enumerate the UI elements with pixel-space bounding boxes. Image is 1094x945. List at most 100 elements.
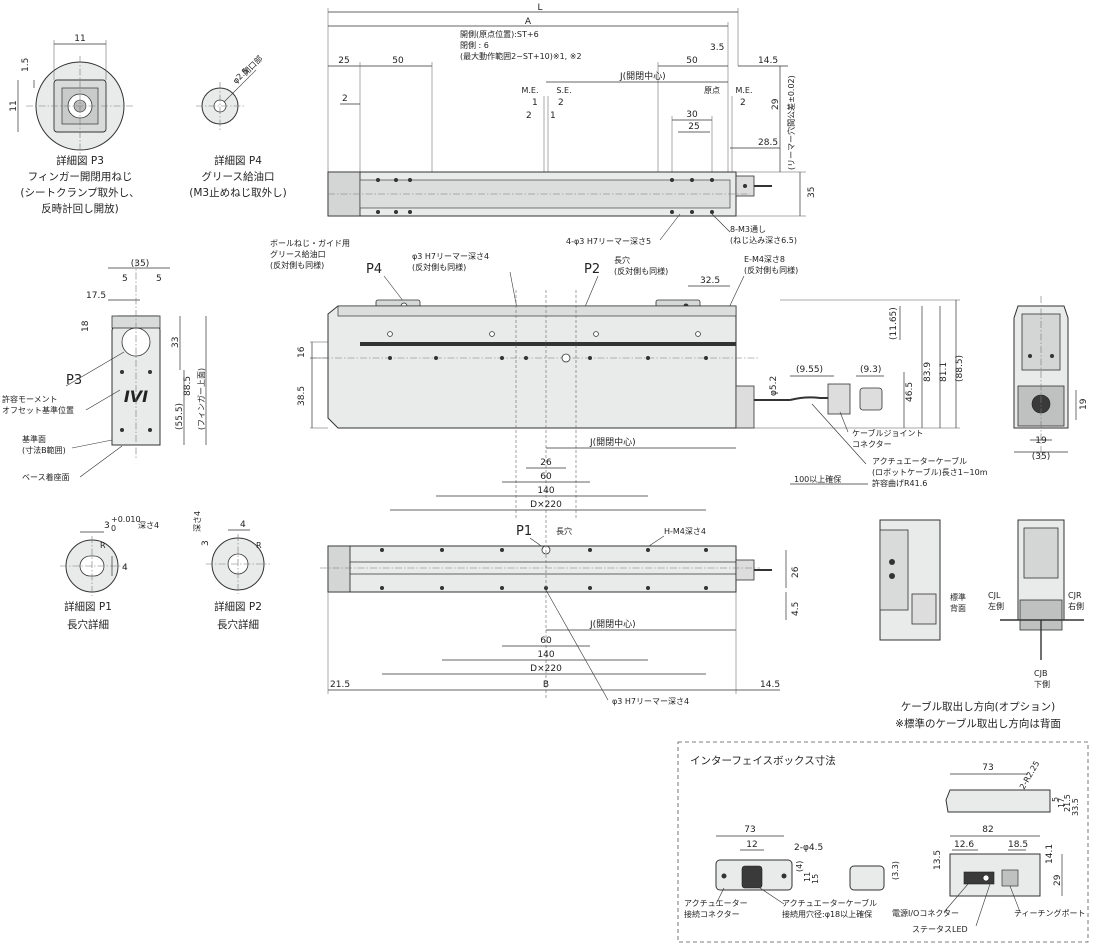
teaching-port-label: ティーチングポート [1014, 908, 1086, 918]
cjr-1: CJR [1068, 591, 1082, 600]
if-box-title: インターフェイスボックス寸法 [690, 754, 836, 767]
j-center-front: J(開閉中心) [589, 436, 636, 448]
detail-p4-line1: グリース給油口 [202, 170, 275, 183]
ib-73-top: 73 [982, 763, 993, 773]
front-view: ボールねじ・ガイド用 グリース給油口 (反対側も同様) P4 φ3 H7リーマー… [270, 238, 988, 520]
tol-sub-p1: 0 [111, 524, 116, 533]
ib-18-5: 18.5 [1008, 840, 1028, 850]
detail-p4: φ2.5 開口部 詳細図 P4 グリース給油口 (M3止めねじ取外し) [189, 53, 286, 199]
dim-4-p1: 4 [122, 563, 128, 573]
dim-b: B [543, 680, 549, 690]
detail-p1-sub: 長穴詳細 [67, 618, 109, 631]
base-surface-label: ベース着座面 [22, 472, 70, 482]
ib-17: 17 [1057, 798, 1066, 808]
act-cable-1: アクチュエーターケーブル [782, 898, 877, 908]
p4-label: P4 [366, 262, 382, 277]
dim-17-5: 17.5 [86, 291, 106, 301]
dim-5-b: 5 [156, 274, 162, 284]
dim-38-5: 38.5 [297, 386, 307, 406]
ib-3-3: (3.3) [891, 861, 900, 880]
dim-phi-5-2: φ5.2 [769, 376, 779, 396]
d220-bottom: D×220 [530, 664, 562, 674]
m3-through-1: 8-M3通し [730, 224, 766, 234]
deep4-p2: 深さ4 [193, 511, 202, 532]
moment-label-1: 許容モーメント [2, 394, 58, 404]
dim-14-5: 14.5 [758, 56, 778, 66]
dim-25: 25 [338, 56, 349, 66]
dim-88-5-paren: (88.5) [955, 355, 965, 382]
ib-29: 29 [1053, 874, 1063, 886]
hole-4phi3-note: 4-φ3 H7リーマー深さ5 [566, 237, 651, 246]
right-end-view: 19 19 (35) [1013, 296, 1089, 462]
actuator-cable-2: (ロボットケーブル)長さ1~10m [872, 467, 988, 477]
dim-11-vertical: 11 [9, 100, 19, 111]
r-p2: R [256, 541, 262, 550]
dim-2-c: 2 [526, 111, 532, 121]
dim-19-right: 19 [1079, 398, 1089, 410]
top-view: L A 開側(原点位置):ST+6 閉側 : 6 (最大動作範囲2~ST+10)… [327, 3, 817, 246]
phi3-bottom-note: φ3 H7リーマー深さ4 [612, 697, 689, 706]
detail-p3-line3: 反時計回し開放) [41, 202, 119, 215]
front-holes [387, 331, 708, 363]
dim-26-bottom: 26 [791, 566, 801, 578]
long-hole-2: (反対側も同様) [614, 266, 668, 276]
ib-2-r2-25: 2-R2.25 [1018, 759, 1041, 791]
status-led-label: ステータスLED [912, 925, 968, 934]
ib-13-5: 13.5 [933, 850, 943, 870]
dim-50-right: 50 [686, 56, 698, 66]
origin-label: 原点 [704, 86, 720, 95]
r-p1: R [100, 541, 106, 550]
dim-4-5: 4.5 [791, 602, 801, 616]
dim-55-5: (55.5) [175, 403, 185, 430]
cjl-2: 左側 [988, 601, 1004, 611]
detail-p4-title: 詳細図 P4 [214, 154, 262, 167]
reamer-tolerance-note: (リーマー穴間公差±0.02) [786, 75, 796, 170]
ib-12: 12 [746, 840, 757, 850]
moment-label-2: オフセット基準位置 [2, 405, 74, 415]
deep4-p1: 深さ4 [138, 521, 159, 530]
detail-p3-line1: フィンガー開閉用ねじ [28, 171, 133, 183]
bottom-view: P1 長穴 H-M4深さ4 26 4.5 J(開閉中心) 60 [320, 520, 801, 706]
p2-label: P2 [584, 262, 600, 277]
cjb-1: CJB [1034, 669, 1047, 678]
finger-top-label: (フィンガー上面) [196, 368, 206, 430]
dim-18: 18 [81, 320, 91, 332]
detail-p2-title: 詳細図 P2 [214, 600, 262, 613]
ib-21-5: 21.5 [1063, 794, 1072, 812]
tol-sup-p1: +0.010 [111, 515, 141, 524]
ballscrew-3: (反対側も同様) [270, 260, 324, 270]
dim-5-a: 5 [122, 274, 128, 284]
dim-21-5: 21.5 [330, 680, 350, 690]
dim-26: 26 [540, 458, 552, 468]
p1-label: P1 [516, 524, 532, 539]
dim-11-65: (11.65) [889, 307, 899, 340]
dim-l: L [537, 3, 542, 13]
ib-33-5: 33.5 [1071, 798, 1080, 816]
dim-1-a: 1 [532, 98, 538, 108]
dim-1-5: 1.5 [21, 58, 31, 72]
cjl-1: CJL [988, 591, 1001, 600]
left-side-view: (35) 5 5 17.5 18 IVI 33 88.5 (フィンガー上面) (… [2, 259, 207, 482]
detail-p2-sub: 長穴詳細 [217, 618, 259, 631]
cable-dir-title: ケーブル取出し方向(オプション) [901, 700, 1056, 713]
act-cable-2: 接続用穴径:φ18以上確保 [782, 909, 872, 919]
phi3-h7-1: φ3 H7リーマー深さ4 [412, 252, 489, 261]
dim-28-5: 28.5 [758, 138, 778, 148]
dim-3-5: 3.5 [710, 43, 724, 53]
top-holes [376, 178, 747, 214]
dim-30: 30 [686, 110, 698, 120]
ib-5: 5 [1051, 797, 1060, 802]
ballscrew-2: グリース給油口 [270, 249, 326, 259]
phi3-h7-2: (反対側も同様) [412, 262, 466, 272]
interface-box-section: インターフェイスボックス寸法 73 2-R2.25 5 17 21.5 33.5… [677, 741, 1089, 943]
dim-1-b: 1 [550, 111, 556, 121]
se-label: S.E. [556, 86, 571, 95]
dim-3-p2: 3 [201, 540, 211, 546]
j-center-bottom: J(開閉中心) [589, 618, 636, 630]
dim-9-3: (9.3) [860, 365, 881, 375]
cable-joint-1: ケーブルジョイント [852, 428, 924, 438]
dim-46-5: 46.5 [905, 382, 915, 402]
dim-a: A [525, 17, 532, 27]
ib-73-side: 73 [744, 825, 755, 835]
